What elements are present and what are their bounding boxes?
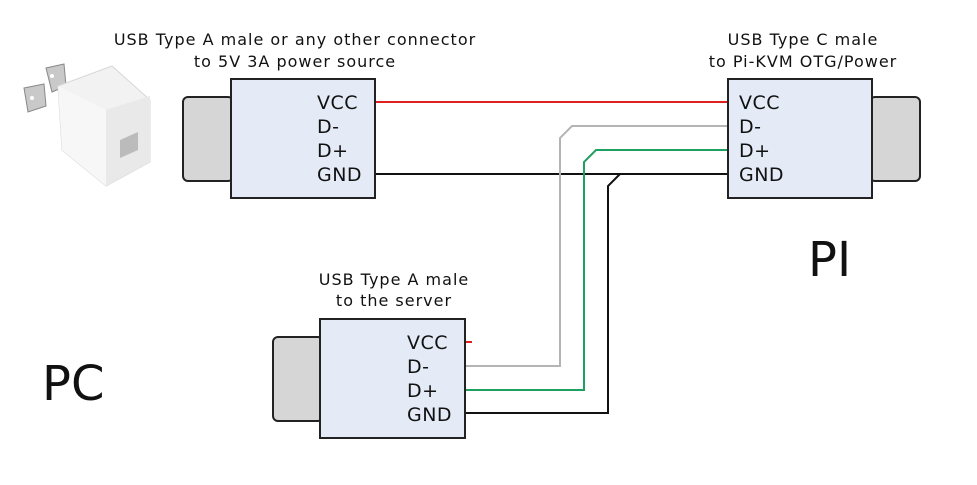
server-pin-vcc: VCC: [407, 332, 448, 354]
pi-caption-line1: USB Type C male: [728, 30, 879, 49]
power-pin-dminus: D-: [317, 116, 340, 138]
power-plug: [182, 96, 234, 182]
pi-pin-vcc: VCC: [739, 92, 780, 114]
wire-dplus-pi-to-server: [465, 149, 728, 391]
pi-label: PI: [808, 232, 851, 288]
server-pin-gnd: GND: [407, 404, 452, 426]
pi-connector: USB Type C male to Pi-KVM OTG/Power VCC …: [709, 30, 921, 199]
power-caption-line2: to 5V 3A power source: [194, 52, 396, 71]
power-connector-body: [230, 78, 376, 199]
server-plug: [272, 336, 324, 422]
server-pin-dminus: D-: [407, 356, 430, 378]
pi-pin-gnd: GND: [739, 164, 784, 186]
pc-label: PC: [42, 356, 104, 412]
pi-connector-body: [727, 78, 873, 199]
wires: [375, 101, 728, 414]
pi-pin-dplus: D+: [739, 140, 771, 162]
server-connector-body: [319, 318, 466, 439]
power-pin-vcc: VCC: [317, 92, 358, 114]
power-connector: USB Type A male or any other connector t…: [114, 30, 476, 199]
power-caption-line1: USB Type A male or any other connector: [114, 30, 476, 49]
server-caption-line2: to the server: [336, 291, 452, 310]
pi-pin-dminus: D-: [739, 116, 762, 138]
power-pin-gnd: GND: [317, 164, 362, 186]
power-pin-dplus: D+: [317, 140, 349, 162]
pi-caption-line2: to Pi-KVM OTG/Power: [709, 52, 898, 71]
server-connector: USB Type A male to the server VCC D- D+ …: [272, 270, 469, 439]
server-caption-line1: USB Type A male: [319, 270, 469, 289]
wire-gnd-junction-to-server: [465, 173, 621, 414]
pi-plug: [869, 96, 921, 182]
wire-dminus-pi-to-server: [465, 125, 728, 367]
server-pin-dplus: D+: [407, 380, 439, 402]
wall-charger-icon: [23, 63, 151, 187]
